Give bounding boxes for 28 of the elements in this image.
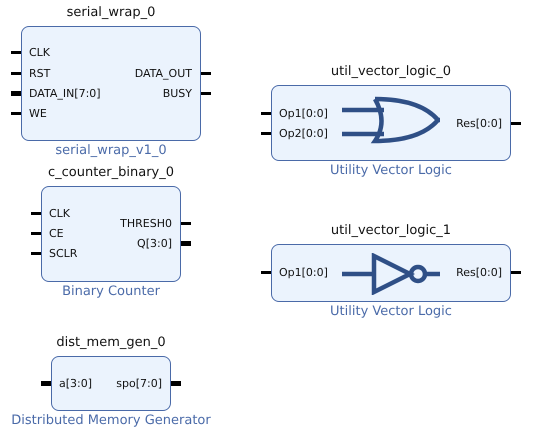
- ip-type-label: Utility Vector Logic: [329, 163, 453, 178]
- instance-name: util_vector_logic_0: [330, 64, 452, 79]
- port-label: WE: [29, 107, 47, 120]
- port-label: Q[3:0]: [137, 237, 172, 250]
- port-label: DATA_IN[7:0]: [29, 87, 101, 100]
- port-label: Op1[0:0]: [279, 266, 328, 279]
- port-label: RST: [29, 67, 50, 80]
- port-label: BUSY: [162, 87, 192, 100]
- port-label: a[3:0]: [59, 377, 92, 390]
- port-label: spo[7:0]: [116, 377, 162, 390]
- port-label: CLK: [29, 46, 50, 59]
- instance-name: c_counter_binary_0: [46, 165, 176, 180]
- port-label: SCLR: [49, 247, 78, 260]
- port-label: CLK: [49, 207, 70, 220]
- port-label: Res[0:0]: [456, 266, 502, 279]
- ip-type-label: Distributed Memory Generator: [10, 413, 212, 428]
- instance-name: dist_mem_gen_0: [55, 335, 167, 350]
- port-label: Res[0:0]: [456, 117, 502, 130]
- ip-type-label: serial_wrap_v1_0: [54, 143, 168, 158]
- ip-type-label: Binary Counter: [61, 284, 161, 299]
- instance-name: util_vector_logic_1: [330, 223, 452, 238]
- port-label: CE: [49, 227, 64, 240]
- instance-name: serial_wrap_0: [66, 5, 156, 20]
- ip-type-label: Utility Vector Logic: [329, 304, 453, 319]
- port-label: DATA_OUT: [134, 67, 192, 80]
- port-label: THRESH0: [120, 217, 172, 230]
- port-label: Op1[0:0]: [279, 107, 328, 120]
- port-label: Op2[0:0]: [279, 127, 328, 140]
